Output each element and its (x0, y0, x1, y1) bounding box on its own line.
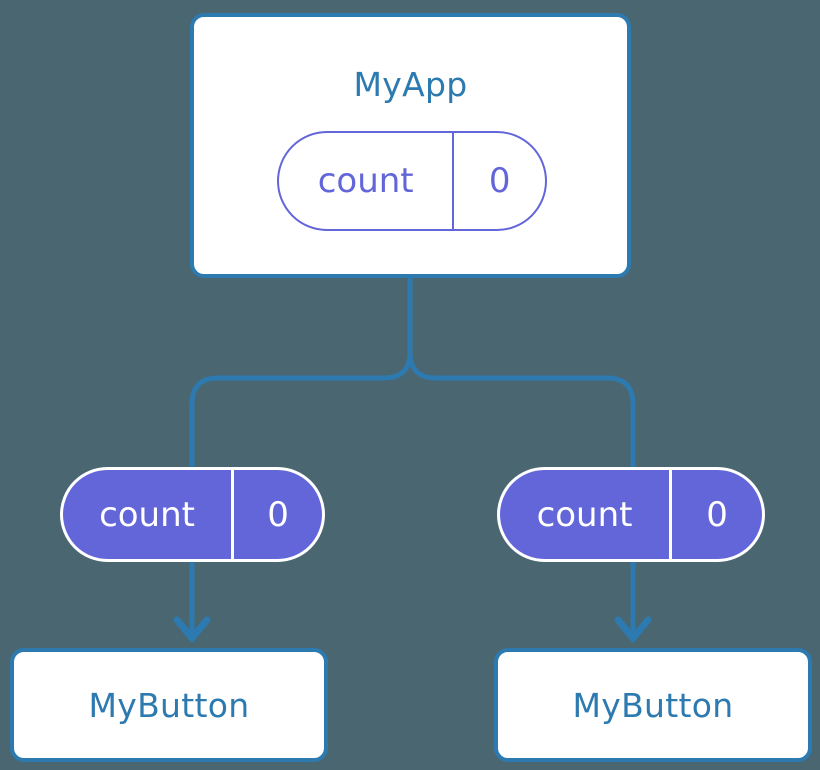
component-title-mybutton-right: MyButton (572, 685, 734, 725)
left-state-arrow-head (173, 616, 211, 642)
component-title-mybutton-left: MyButton (88, 685, 250, 725)
component-box-mybutton-left[interactable]: MyButton (10, 648, 328, 762)
state-pill-root[interactable]: count 0 (277, 131, 547, 231)
component-box-mybutton-right[interactable]: MyButton (494, 648, 812, 762)
state-pill-right-child-key: count (500, 470, 673, 559)
state-pill-right-child[interactable]: count 0 (497, 467, 765, 562)
state-pill-right-child-value: 0 (706, 494, 728, 535)
state-pill-left-child-value: 0 (267, 494, 289, 535)
left-branch-connector-line (189, 349, 413, 470)
state-pill-root-value: 0 (488, 161, 511, 201)
right-state-arrow-head (614, 616, 652, 642)
component-title-myapp: MyApp (353, 65, 468, 104)
right-branch-connector-line (407, 349, 636, 470)
state-pill-root-key: count (279, 133, 455, 229)
state-pill-left-child-key: count (63, 470, 235, 559)
state-pill-left-child[interactable]: count 0 (60, 467, 325, 562)
